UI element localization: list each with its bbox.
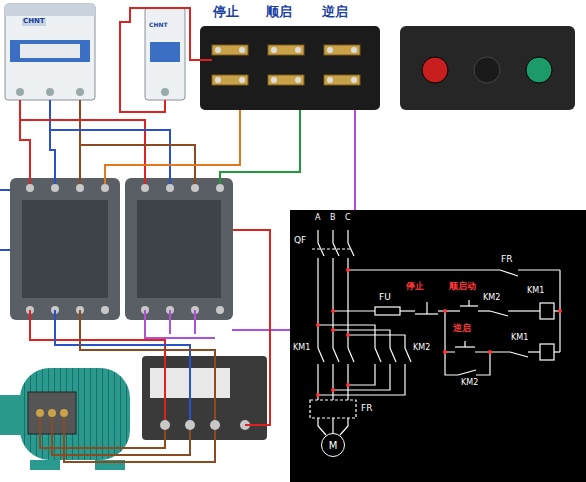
label-text: 停止 (212, 5, 240, 19)
label-text: A (314, 214, 321, 223)
label-text: 顺启 (265, 5, 293, 19)
label-text: 逆启 (321, 5, 349, 19)
label-text: C (344, 214, 352, 223)
label-text: KM1 (526, 287, 545, 296)
label-text: KM2 (412, 344, 431, 353)
label-text: 停止 (405, 282, 425, 292)
label-text: FR (360, 404, 373, 414)
label-text: QF (293, 236, 307, 246)
node-text: M (329, 440, 338, 451)
label-text: B (329, 214, 337, 223)
label-text: KM1 (510, 334, 529, 343)
label-text: KM2 (460, 379, 479, 388)
label-text: CHNT (22, 18, 46, 26)
label-text: FR (500, 255, 513, 265)
motor-circle: M (321, 433, 345, 457)
label-text: CHNT (148, 22, 169, 29)
label-text: FU (378, 293, 392, 303)
label-text: 逆启 (452, 324, 472, 334)
label-text: 顺启动 (448, 282, 477, 292)
label-text: KM1 (292, 344, 311, 353)
label-text: KM2 (482, 294, 501, 303)
